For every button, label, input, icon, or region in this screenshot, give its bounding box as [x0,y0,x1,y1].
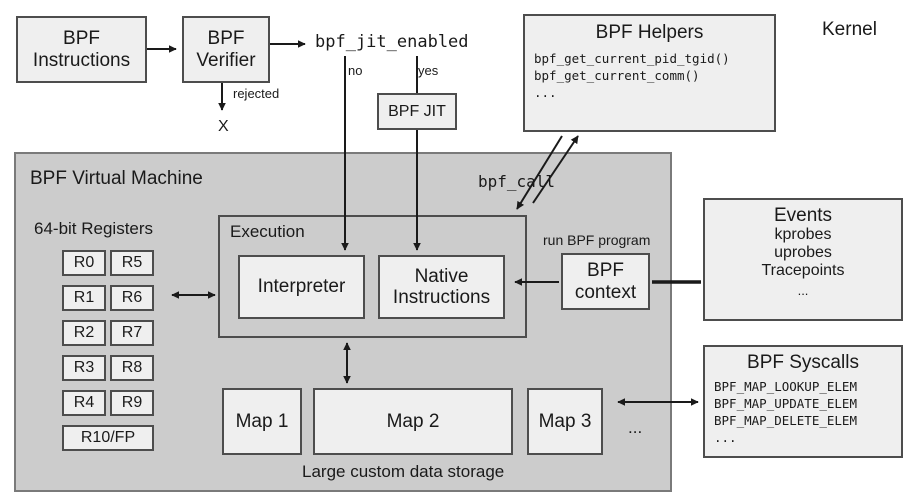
bpf-instructions-line1: BPF [63,28,100,50]
bpf-verifier-line2: Verifier [196,49,256,71]
run-bpf-program-label: run BPF program [543,232,651,248]
bpf-helpers-box[interactable]: BPF Helpers bpf_get_current_pid_tgid() b… [523,14,776,132]
maps-ellipsis: ... [628,418,643,437]
register-label: R10/FP [80,429,136,447]
events-ellipsis: ... [797,282,809,298]
vm-title: BPF Virtual Machine [30,168,203,189]
branch-yes-label: yes [418,63,439,78]
register-label: R2 [73,324,95,342]
bpf-helpers-entry: ... [534,84,557,100]
register-r6[interactable]: R6 [110,285,154,311]
register-label: R0 [73,254,95,272]
bpf-call-label: bpf_call [478,172,556,191]
register-label: R9 [121,394,143,412]
bpf-syscalls-box[interactable]: BPF Syscalls BPF_MAP_LOOKUP_ELEM BPF_MAP… [703,345,903,458]
register-r8[interactable]: R8 [110,355,154,381]
events-entry: kprobes [774,226,832,244]
bpf-verifier-box[interactable]: BPF Verifier [182,16,270,83]
bpf-syscalls-ellipsis: ... [714,429,737,445]
map-label: Map 1 [235,410,289,432]
events-entry: uprobes [774,244,832,262]
register-r7[interactable]: R7 [110,320,154,346]
register-label: R3 [73,359,95,377]
register-r3[interactable]: R3 [62,355,106,381]
bpf-jit-enabled-label: bpf_jit_enabled [315,32,469,52]
map-3-box[interactable]: Map 3 [527,388,603,455]
native-instructions-line2: Instructions [392,287,491,308]
bpf-verifier-line1: BPF [207,28,245,50]
bpf-instructions-line2: Instructions [32,49,131,71]
register-label: R4 [73,394,95,412]
events-title: Events [773,205,833,226]
interpreter-box[interactable]: Interpreter [238,255,365,319]
bpf-helpers-title: BPF Helpers [595,22,704,43]
native-instructions-box[interactable]: Native Instructions [378,255,505,319]
rejected-x-mark: X [218,118,229,135]
bpf-helpers-entry: bpf_get_current_comm() [534,68,700,84]
register-label: R8 [121,359,143,377]
kernel-label: Kernel [822,19,877,40]
events-box[interactable]: Events kprobes uprobes Tracepoints ... [703,198,903,321]
rejected-label: rejected [233,86,280,101]
map-label: Map 2 [386,410,440,432]
bpf-context-line1: BPF [587,260,624,282]
register-r2[interactable]: R2 [62,320,106,346]
bpf-syscalls-entry: BPF_MAP_DELETE_ELEM [714,412,857,428]
bpf-syscalls-entry: BPF_MAP_UPDATE_ELEM [714,396,857,412]
bpf-context-box[interactable]: BPF context [561,253,650,310]
bpf-jit-label: BPF JIT [388,102,446,120]
register-r10-fp[interactable]: R10/FP [62,425,154,451]
register-r0[interactable]: R0 [62,250,106,276]
map-1-box[interactable]: Map 1 [222,388,302,455]
register-r5[interactable]: R5 [110,250,154,276]
events-entry: Tracepoints [761,262,845,280]
bpf-instructions-box[interactable]: BPF Instructions [16,16,147,83]
bpf-syscalls-entry: BPF_MAP_LOOKUP_ELEM [714,379,857,395]
bpf-helpers-entry: bpf_get_current_pid_tgid() [534,51,730,67]
register-label: R7 [121,324,143,342]
register-label: R6 [121,289,143,307]
map-label: Map 3 [538,410,592,432]
bpf-context-line2: context [574,281,637,303]
register-r9[interactable]: R9 [110,390,154,416]
bpf-syscalls-title: BPF Syscalls [747,352,859,373]
bpf-syscalls-list: BPF_MAP_LOOKUP_ELEM BPF_MAP_UPDATE_ELEM … [705,379,901,446]
branch-no-label: no [348,63,363,78]
storage-caption: Large custom data storage [302,462,505,481]
native-instructions-line1: Native [414,265,469,287]
execution-title: Execution [230,222,305,241]
register-r1[interactable]: R1 [62,285,106,311]
map-2-box[interactable]: Map 2 [313,388,513,455]
bpf-jit-box[interactable]: BPF JIT [377,93,457,130]
interpreter-label: Interpreter [257,276,346,298]
registers-title: 64-bit Registers [34,219,154,238]
register-label: R5 [121,254,143,272]
register-label: R1 [73,289,95,307]
bpf-helpers-list: bpf_get_current_pid_tgid() bpf_get_curre… [525,51,774,101]
register-r4[interactable]: R4 [62,390,106,416]
